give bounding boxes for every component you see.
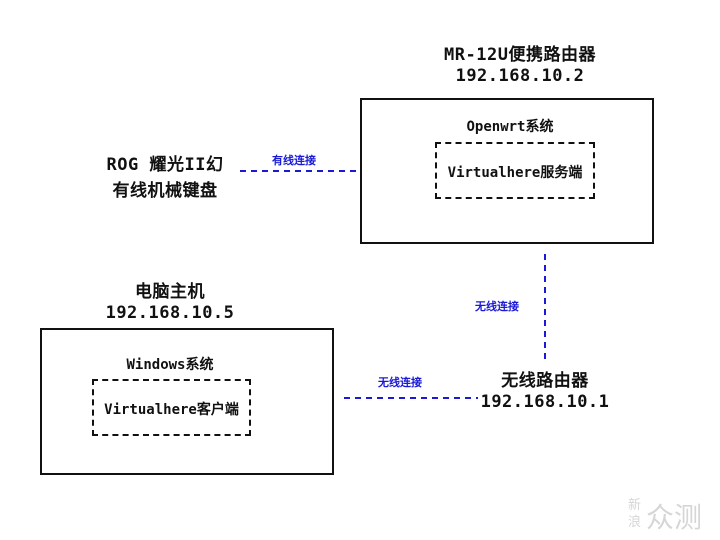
wireless-horizontal-label: 无线连接 xyxy=(378,376,422,389)
wireless-router-name: 无线路由器 xyxy=(501,371,589,391)
virtualhere-server-label: Virtualhere服务端 xyxy=(447,165,583,181)
pc-ip: 192.168.10.5 xyxy=(105,303,235,323)
wireless-router-ip: 192.168.10.1 xyxy=(480,392,610,412)
virtualhere-server-box xyxy=(435,142,595,199)
virtualhere-client-label: Virtualhere客户端 xyxy=(104,402,239,418)
keyboard-name: ROG 耀光II幻 xyxy=(106,155,224,175)
mr12u-router-name: MR-12U便携路由器 xyxy=(444,45,596,65)
wired-connection-label: 有线连接 xyxy=(272,154,316,167)
wireless-vertical-label: 无线连接 xyxy=(475,300,519,313)
watermark-text: 众测 xyxy=(646,501,703,534)
pc-name: 电脑主机 xyxy=(135,282,205,302)
keyboard-type: 有线机械键盘 xyxy=(112,181,218,201)
openwrt-system-label: Openwrt系统 xyxy=(466,119,554,135)
watermark-char-bottom: 浪 xyxy=(628,515,642,530)
mr12u-router-ip: 192.168.10.2 xyxy=(455,66,585,86)
virtualhere-client-box xyxy=(92,379,251,436)
mr12u-router-box xyxy=(360,98,654,244)
watermark-logo: 新 浪 众测 xyxy=(628,494,708,534)
windows-system-label: Windows系统 xyxy=(126,357,214,373)
pc-box xyxy=(40,328,334,475)
watermark-char-top: 新 xyxy=(628,498,642,513)
